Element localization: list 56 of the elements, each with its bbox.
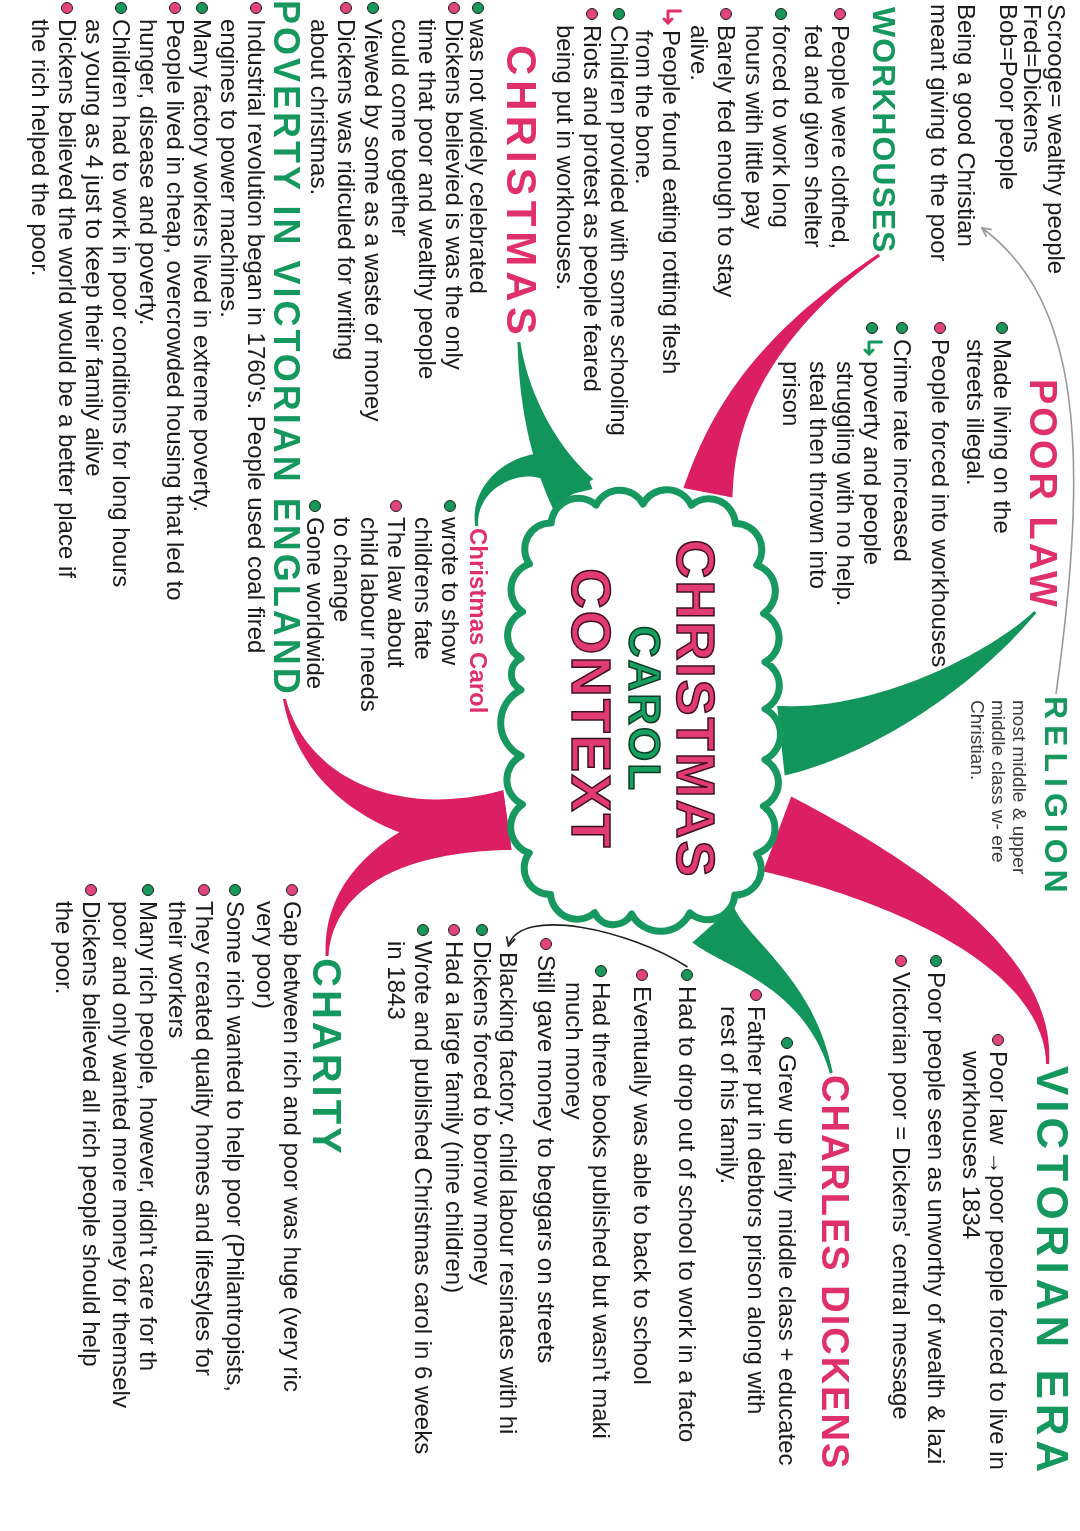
section-heading: POOR LAW xyxy=(1024,379,1062,610)
title-text: CHRISTMAS xyxy=(669,539,723,879)
section-heading: CHARITY xyxy=(307,958,347,1157)
title-text: CAROL xyxy=(622,625,666,793)
note-text: People forced into workhouses xyxy=(927,339,954,668)
branch xyxy=(692,906,833,1074)
note-text: Viewed by some as a waste of money xyxy=(360,19,387,422)
section-heading: CHARLES DICKENS xyxy=(816,1075,854,1471)
section-heading: RELIGION xyxy=(1040,696,1072,899)
section-heading: POVERTY IN VICTORIAN ENGLAND xyxy=(270,0,302,697)
note-text: Had three books published but wasn't maki much money xyxy=(561,982,615,1441)
title-text: CONTEXT xyxy=(563,568,619,850)
arrow xyxy=(981,227,1075,695)
branch xyxy=(474,453,593,527)
note-text: Children provided with some schooling xyxy=(606,25,633,436)
arrow xyxy=(507,924,689,968)
note-text: Dickens forced to borrow money xyxy=(469,941,496,1286)
note-text: Barely fed enough to stay alive. xyxy=(686,25,740,300)
note-text: Eventually was able to back to school xyxy=(629,986,656,1385)
note-text: Dickens believed all rich people should help the poor. xyxy=(51,901,105,1369)
branch xyxy=(325,790,512,956)
note-text: Still gave money to beggars on streets xyxy=(533,955,560,1364)
note-text: Father put in debtors prison along with rest of his family. xyxy=(716,1006,770,1417)
branch xyxy=(683,253,881,498)
note-text: was not widely celebrated xyxy=(465,19,492,294)
note-text: Some rich wanted to help poor (Philantropists, xyxy=(222,901,249,1392)
note-text: Dickens believed the world would be a better place if the rich helped the poor. xyxy=(27,19,81,580)
section-heading: VICTORIAN ERA xyxy=(1030,1066,1074,1478)
note-text: Poor people seen as unworthy of wealth & lazi xyxy=(923,972,950,1465)
section-heading: Christmas Carol xyxy=(466,528,490,714)
note-text: Riots and protest as people feared being put in workhouses. xyxy=(552,25,606,394)
section-heading: WORKHOUSES xyxy=(868,7,900,254)
note-text: Being a good Christian meant giving to the poor xyxy=(926,4,980,284)
note-text: Gap between rich and poor was huge (very ric very poor) xyxy=(252,901,306,1394)
note-text: Victorian poor = Dickens' central message xyxy=(888,972,915,1420)
note-text: Crime rate increased xyxy=(889,339,916,562)
note-text: Industrial revolution began in 1760's. People used coal fired engines to power machines. xyxy=(216,19,270,656)
note-text: Blacking factory. child labour resinates with hi xyxy=(495,952,522,1435)
note-text: Made living on the streets illegal. xyxy=(962,339,1016,536)
note-text: Grew up fairly middle class + educatec xyxy=(774,1054,801,1466)
section-heading: CHRISTMAS xyxy=(500,45,542,340)
note-text: Many factory workers lived in extreme poverty. xyxy=(189,19,216,513)
note-text: Bob=Poor people xyxy=(995,4,1022,191)
note-text: Had to drop out of school to work in a facto xyxy=(674,986,701,1443)
note-text: People found eating rotting flesh from the bone. xyxy=(631,30,685,377)
note-text: Dickens was ridiculed for writing about christmas. xyxy=(306,19,360,363)
note-text: Wrote and published Christmas carol in 6 weeks in 1843 xyxy=(383,941,437,1456)
note-text: Scrooge= wealthy people xyxy=(1043,4,1070,275)
note-text: People lived in cheap, overcrowded housing that led to hunger, disease and poverty. xyxy=(135,19,189,603)
branch xyxy=(763,796,1050,1064)
note-text: poverty and people struggling with no help. steal then thrown into prison xyxy=(778,361,886,609)
note-text: Gone worldwide xyxy=(302,517,329,690)
note-text: Had a large family (nine children) xyxy=(441,941,468,1294)
branch xyxy=(777,611,1037,776)
note-text: Poor law →poor people forced to live in workhouses 1834 xyxy=(958,1051,1012,1472)
note-text: most middle & upper middle class w- ere Christian. xyxy=(967,700,1030,877)
